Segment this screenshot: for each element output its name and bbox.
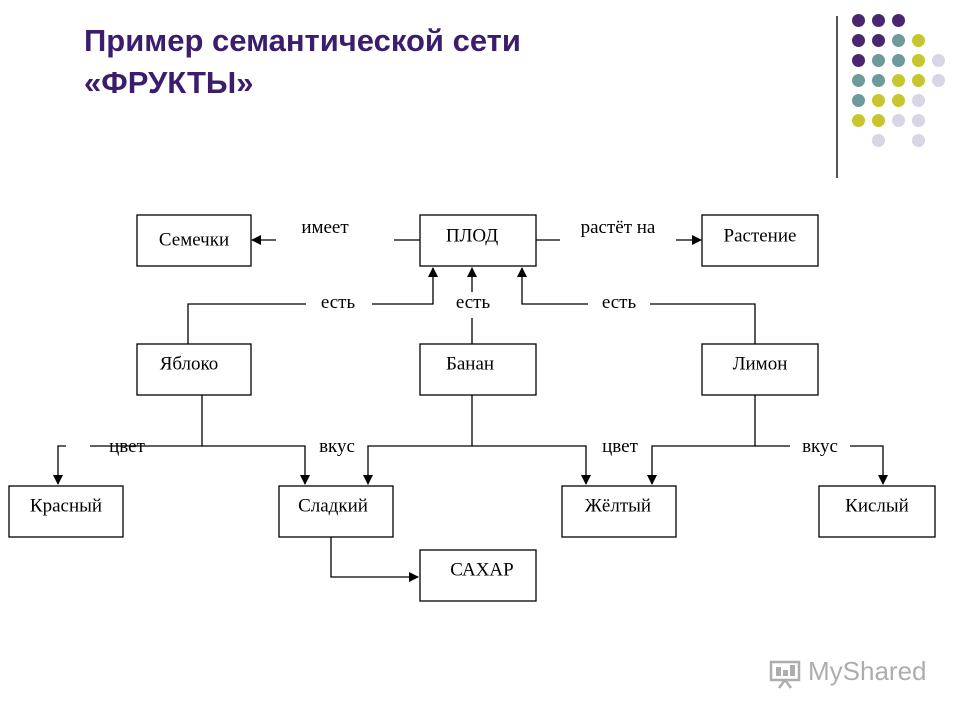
decorative-dot [872, 54, 885, 67]
edge-label-has: имеет [301, 217, 349, 238]
edge-label-is-apple: есть [321, 292, 356, 313]
decorative-dot [892, 114, 905, 127]
watermark: MyShared [768, 656, 927, 695]
decorative-dot [912, 54, 925, 67]
edge-label-is-lemon: есть [602, 292, 637, 313]
edge-banana-taste-arrow [363, 395, 473, 485]
decorative-dot [912, 114, 925, 127]
node-plant-label: Растение [724, 225, 797, 246]
node-sour-label: Кислый [845, 495, 909, 516]
decorative-dot [912, 74, 925, 87]
edge-label-taste-left: вкус [319, 436, 355, 457]
presentation-icon [769, 660, 801, 689]
edge-label-color-lemon: цвет [602, 436, 638, 457]
decorative-dot [932, 54, 945, 67]
edge-lemon-taste-arrow [850, 445, 888, 485]
decorative-dot [912, 34, 925, 47]
decorative-dot [852, 14, 865, 27]
watermark-text: MyShared [808, 656, 927, 686]
decorative-dot [852, 94, 865, 107]
decorative-dot [852, 34, 865, 47]
decorative-dot [892, 74, 905, 87]
node-yellow: Жёлтый [561, 485, 677, 538]
decorative-dot [872, 134, 885, 147]
node-banana-label: Банан [446, 353, 494, 374]
node-lemon-label: Лимон [733, 353, 788, 374]
edge-label-color-apple: цвет [109, 436, 145, 457]
edge-is-apple-arrow [372, 267, 438, 305]
decorative-dot [912, 94, 925, 107]
decorative-dot [932, 74, 945, 87]
node-fruit: ПЛОД [419, 214, 537, 267]
node-plant: Растение [701, 214, 819, 267]
slide-title: Пример семантической сети «ФРУКТЫ» [84, 20, 521, 104]
edge-apple-color-arrow [53, 445, 66, 485]
edge-lemon-color-arrow [647, 395, 756, 485]
node-sugar-label: САХАР [450, 559, 513, 580]
edge-apple-taste-arrow [202, 445, 310, 485]
title-line-2: «ФРУКТЫ» [84, 65, 254, 100]
node-apple-label: Яблоко [160, 353, 219, 374]
node-sugar: САХАР [419, 549, 537, 602]
node-red: Красный [8, 485, 124, 538]
node-yellow-label: Жёлтый [585, 495, 651, 516]
decorative-dot [852, 54, 865, 67]
edge-is-lemon-arrow [517, 267, 588, 305]
decorative-dot [872, 114, 885, 127]
decorative-dot [892, 34, 905, 47]
edge-is-apple-left [187, 303, 306, 344]
edge-sweet-sugar-arrow [330, 537, 419, 582]
decorative-divider [836, 16, 838, 178]
node-red-label: Красный [30, 495, 102, 516]
node-banana: Банан [419, 343, 537, 396]
decorative-dot [872, 74, 885, 87]
node-apple: Яблоко [136, 343, 252, 396]
edge-label-grows-on: растёт на [581, 217, 656, 238]
node-seeds: Семечки [136, 214, 252, 267]
decorative-dot [892, 94, 905, 107]
decorative-dot [892, 54, 905, 67]
decorative-dot [852, 114, 865, 127]
decorative-dot [872, 34, 885, 47]
decorative-dot [852, 74, 865, 87]
node-sweet-label: Сладкий [298, 495, 368, 516]
decorative-dot [912, 134, 925, 147]
edge-label-taste-right: вкус [802, 436, 838, 457]
node-sour: Кислый [818, 485, 936, 538]
title-line-1: Пример семантической сети [84, 23, 521, 58]
node-lemon: Лимон [701, 343, 819, 396]
node-fruit-label: ПЛОД [446, 225, 498, 246]
decorative-dot [872, 14, 885, 27]
edge-label-is-banana: есть [456, 292, 491, 313]
decorative-dot [892, 14, 905, 27]
edge-apple-color [90, 395, 203, 447]
edge-banana-color-arrow [472, 445, 591, 485]
decorative-dot [872, 94, 885, 107]
node-seeds-label: Семечки [159, 229, 229, 250]
edge-is-lemon-right [650, 303, 756, 344]
node-sweet: Сладкий [278, 485, 394, 538]
